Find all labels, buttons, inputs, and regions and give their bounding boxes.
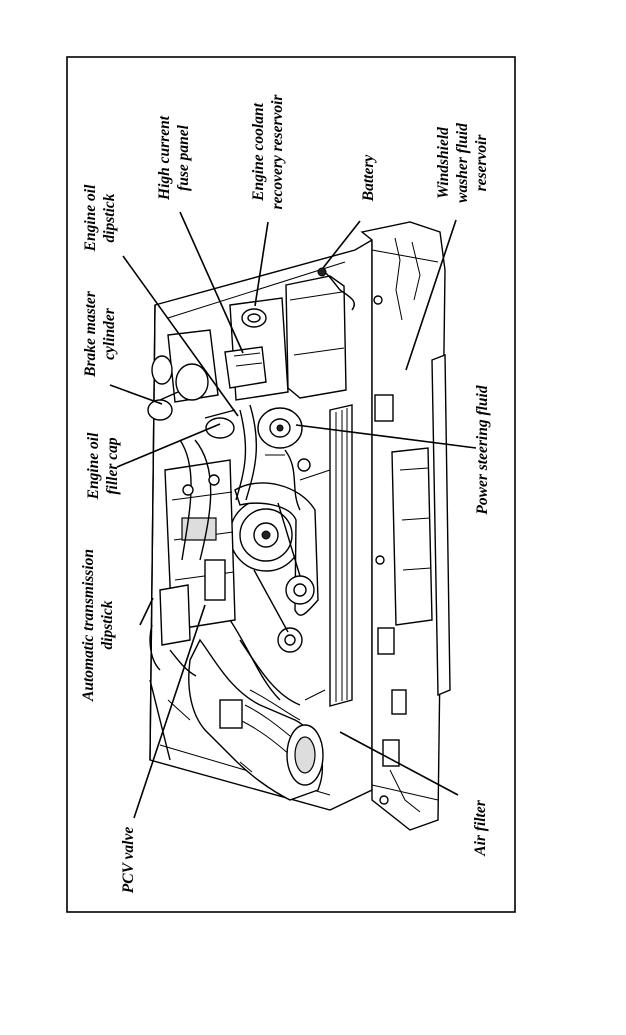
leader-engine-oil-filler-cap [117,424,220,467]
label-power-steering-fluid: Power steering fluid [474,385,491,514]
label-windshield-washer-line2: washer fluid [454,123,471,203]
label-engine-oil-dipstick-line1: Engine oil [82,184,99,252]
label-engine-coolant-reservoir-line1: Engine coolant [250,102,267,201]
label-engine-coolant-reservoir-line2: recovery reservoir [269,94,286,210]
leader-engine-coolant-reservoir [255,222,268,306]
label-battery: Battery [360,155,377,203]
label-auto-trans-dipstick-line2: dipstick [99,600,116,649]
label-engine-oil-filler-cap-line1: Engine oil [85,432,102,500]
label-high-current-fuse-panel-line1: High current [156,115,173,201]
label-engine-oil-filler-cap-line2: filler cap [104,437,121,494]
label-windshield-washer-line1: Windshield [435,127,452,199]
label-brake-master-cylinder-line1: Brake master [82,290,99,378]
label-auto-trans-dipstick-line1: Automatic transmission [80,549,97,702]
label-brake-master-cylinder-line2: cylinder [101,307,118,360]
label-high-current-fuse-panel-line2: fuse panel [175,124,192,191]
leader-battery [323,221,360,268]
engine-illustration [148,222,450,830]
label-air-filter: Air filter [472,799,489,857]
label-engine-oil-dipstick-line2: dipstick [101,193,118,242]
label-windshield-washer-line3: reservoir [473,134,490,192]
label-pcv-valve: PCV valve [120,827,137,894]
